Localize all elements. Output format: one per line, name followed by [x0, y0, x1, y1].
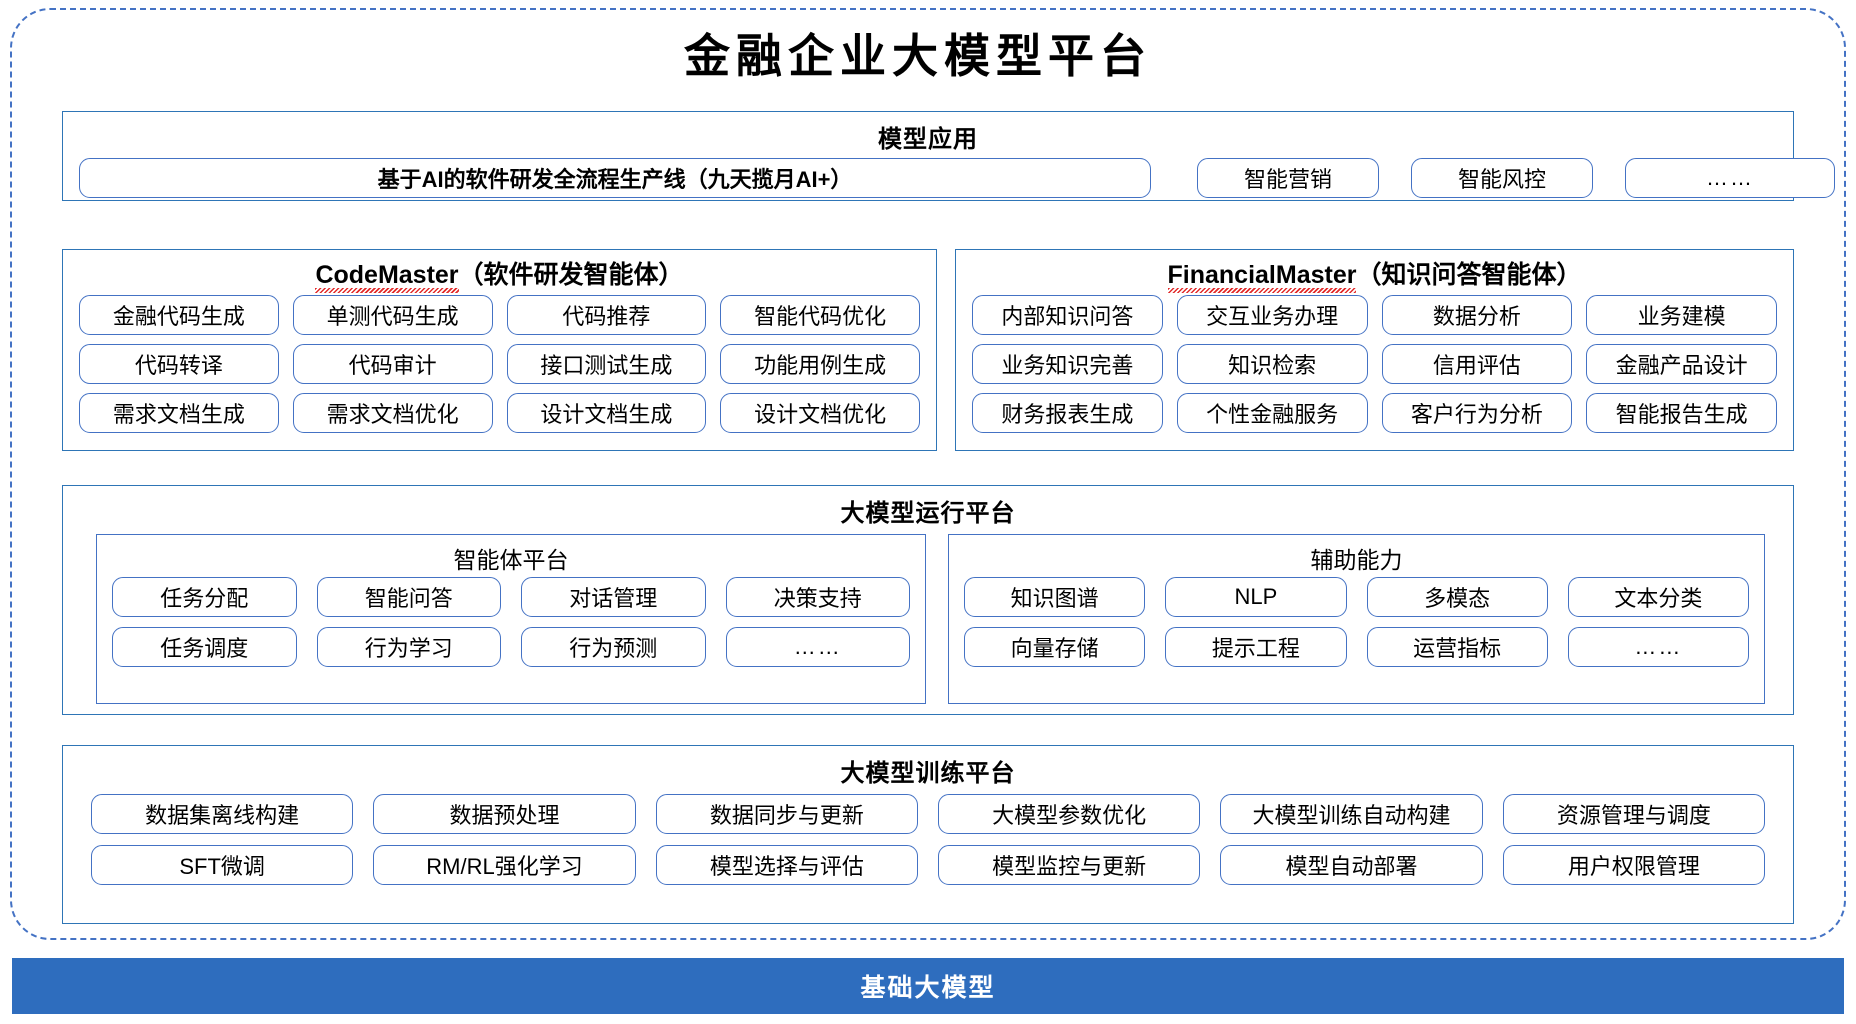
- agent-item-3[interactable]: 决策支持: [725, 577, 910, 617]
- aux-item-0[interactable]: 知识图谱: [964, 577, 1146, 617]
- subsection-title-agent-platform: 智能体平台: [453, 547, 569, 573]
- agent-item-5[interactable]: 行为学习: [316, 627, 501, 667]
- code-item-0[interactable]: 金融代码生成: [79, 295, 279, 335]
- fin-item-9[interactable]: 个性金融服务: [1176, 393, 1368, 433]
- fin-item-8[interactable]: 财务报表生成: [972, 393, 1163, 433]
- fin-item-6[interactable]: 信用评估: [1381, 344, 1573, 384]
- fin-item-3[interactable]: 业务建模: [1586, 295, 1777, 335]
- base-model-bar: 基础大模型: [12, 958, 1844, 1014]
- section-runtime-platform: 大模型运行平台 智能体平台 任务分配 智能问答 对话管理 决策支持 任务调度 行…: [62, 485, 1794, 715]
- code-item-8[interactable]: 需求文档生成: [79, 393, 279, 433]
- code-item-3[interactable]: 智能代码优化: [720, 295, 920, 335]
- fin-item-4[interactable]: 业务知识完善: [972, 344, 1163, 384]
- code-master-name-en: CodeMaster: [315, 261, 459, 293]
- code-item-4[interactable]: 代码转译: [79, 344, 279, 384]
- aux-item-2[interactable]: 多模态: [1366, 577, 1548, 617]
- training-platform-items: 数据集离线构建 数据预处理 数据同步与更新 大模型参数优化 大模型训练自动构建 …: [91, 794, 1765, 885]
- auxiliary-capability-items: 知识图谱 NLP 多模态 文本分类 向量存储 提示工程 运营指标 ……: [964, 577, 1749, 667]
- subsection-title-auxiliary-capability: 辅助能力: [1310, 547, 1403, 573]
- section-title-code-master: CodeMaster（软件研发智能体）: [63, 250, 936, 293]
- section-code-master: CodeMaster（软件研发智能体） 金融代码生成 单测代码生成 代码推荐 智…: [62, 249, 937, 451]
- fin-item-2[interactable]: 数据分析: [1381, 295, 1573, 335]
- train-item-10[interactable]: 模型自动部署: [1220, 845, 1483, 885]
- code-item-11[interactable]: 设计文档优化: [720, 393, 920, 433]
- code-item-9[interactable]: 需求文档优化: [292, 393, 493, 433]
- fin-item-10[interactable]: 客户行为分析: [1381, 393, 1573, 433]
- subsection-agent-platform: 智能体平台 任务分配 智能问答 对话管理 决策支持 任务调度 行为学习 行为预测…: [96, 534, 926, 704]
- train-item-2[interactable]: 数据同步与更新: [655, 794, 918, 834]
- spellcheck-squiggle-icon: [315, 288, 459, 293]
- section-title-runtime-platform: 大模型运行平台: [840, 500, 1016, 527]
- base-model-label: 基础大模型: [860, 974, 996, 1002]
- spellcheck-squiggle-icon: [1167, 288, 1357, 293]
- code-master-name-cn: （软件研发智能体）: [458, 261, 684, 289]
- train-item-8[interactable]: 模型选择与评估: [655, 845, 918, 885]
- financial-master-name-cn: （知识问答智能体）: [1356, 261, 1582, 289]
- section-financial-master: FinancialMaster（知识问答智能体） 内部知识问答 交互业务办理 数…: [955, 249, 1794, 451]
- subsection-auxiliary-capability: 辅助能力 知识图谱 NLP 多模态 文本分类 向量存储 提示工程 运营指标 ……: [948, 534, 1765, 704]
- code-item-2[interactable]: 代码推荐: [506, 295, 707, 335]
- fin-item-5[interactable]: 知识检索: [1176, 344, 1368, 384]
- train-item-1[interactable]: 数据预处理: [373, 794, 636, 834]
- code-master-items: 金融代码生成 单测代码生成 代码推荐 智能代码优化 代码转译 代码审计 接口测试…: [79, 295, 920, 433]
- code-item-5[interactable]: 代码审计: [292, 344, 493, 384]
- code-item-1[interactable]: 单测代码生成: [292, 295, 493, 335]
- train-item-11[interactable]: 用户权限管理: [1502, 845, 1765, 885]
- train-item-0[interactable]: 数据集离线构建: [91, 794, 354, 834]
- page-title: 金融企业大模型平台: [684, 31, 1152, 82]
- agent-item-0[interactable]: 任务分配: [112, 577, 297, 617]
- aux-item-6[interactable]: 运营指标: [1366, 627, 1548, 667]
- train-item-6[interactable]: SFT微调: [91, 845, 354, 885]
- agent-platform-items: 任务分配 智能问答 对话管理 决策支持 任务调度 行为学习 行为预测 ……: [112, 577, 910, 667]
- train-item-5[interactable]: 资源管理与调度: [1502, 794, 1765, 834]
- train-item-4[interactable]: 大模型训练自动构建: [1220, 794, 1483, 834]
- aux-item-1[interactable]: NLP: [1165, 577, 1347, 617]
- code-item-7[interactable]: 功能用例生成: [720, 344, 920, 384]
- train-item-3[interactable]: 大模型参数优化: [938, 794, 1201, 834]
- app-item-ai-sdlc[interactable]: 基于AI的软件研发全流程生产线（九天揽月AI+）: [79, 158, 1151, 198]
- agent-item-6[interactable]: 行为预测: [521, 627, 706, 667]
- section-training-platform: 大模型训练平台 数据集离线构建 数据预处理 数据同步与更新 大模型参数优化 大模…: [62, 745, 1794, 924]
- aux-item-4[interactable]: 向量存储: [964, 627, 1146, 667]
- app-item-smart-risk-control[interactable]: 智能风控: [1411, 158, 1593, 198]
- financial-master-items: 内部知识问答 交互业务办理 数据分析 业务建模 业务知识完善 知识检索 信用评估…: [972, 295, 1777, 433]
- financial-master-name-en: FinancialMaster: [1167, 261, 1357, 293]
- fin-item-0[interactable]: 内部知识问答: [972, 295, 1163, 335]
- app-item-more[interactable]: ……: [1625, 158, 1835, 198]
- model-application-items: 基于AI的软件研发全流程生产线（九天揽月AI+） 智能营销 智能风控 ……: [79, 158, 1835, 198]
- aux-item-3[interactable]: 文本分类: [1567, 577, 1749, 617]
- agent-item-7-more[interactable]: ……: [725, 627, 910, 667]
- section-title-model-application: 模型应用: [878, 126, 978, 153]
- outer-dashed-container: [10, 8, 1846, 940]
- agent-item-4[interactable]: 任务调度: [112, 627, 297, 667]
- aux-item-5[interactable]: 提示工程: [1165, 627, 1347, 667]
- fin-item-11[interactable]: 智能报告生成: [1586, 393, 1777, 433]
- section-model-application: 模型应用 基于AI的软件研发全流程生产线（九天揽月AI+） 智能营销 智能风控 …: [62, 111, 1835, 201]
- agent-item-2[interactable]: 对话管理: [521, 577, 706, 617]
- code-item-6[interactable]: 接口测试生成: [506, 344, 707, 384]
- agent-item-1[interactable]: 智能问答: [316, 577, 501, 617]
- section-title-financial-master: FinancialMaster（知识问答智能体）: [956, 250, 1793, 293]
- section-title-training-platform: 大模型训练平台: [840, 760, 1016, 787]
- code-item-10[interactable]: 设计文档生成: [506, 393, 707, 433]
- fin-item-1[interactable]: 交互业务办理: [1176, 295, 1368, 335]
- fin-item-7[interactable]: 金融产品设计: [1586, 344, 1777, 384]
- train-item-9[interactable]: 模型监控与更新: [938, 845, 1201, 885]
- app-item-smart-marketing[interactable]: 智能营销: [1197, 158, 1379, 198]
- aux-item-7-more[interactable]: ……: [1567, 627, 1749, 667]
- train-item-7[interactable]: RM/RL强化学习: [373, 845, 636, 885]
